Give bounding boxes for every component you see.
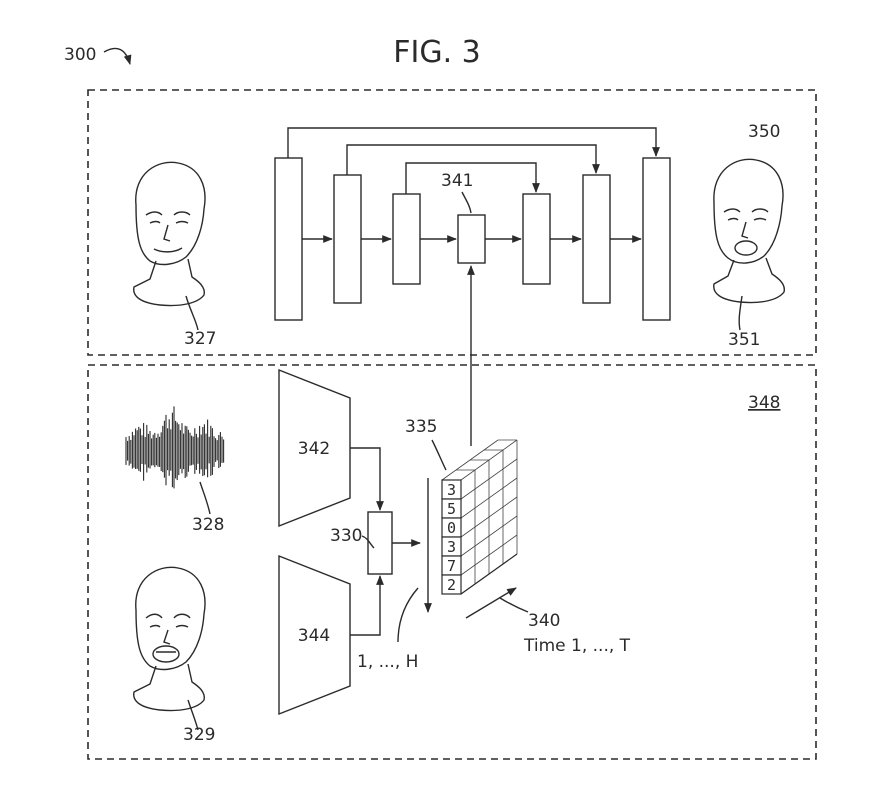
bottleneck-block	[457, 214, 486, 264]
speaking-face-icon	[133, 566, 206, 712]
bottom-panel-ref: 348	[748, 393, 780, 413]
tensor-depth-line	[460, 458, 518, 500]
encoder-344-to-combiner	[350, 575, 384, 636]
bottom-panel-frame	[87, 364, 817, 760]
encoder-block-3	[392, 193, 421, 285]
tensor-digit: 2	[447, 576, 456, 594]
tensor-ref: 335	[405, 417, 437, 437]
bottleneck-ref: 341	[441, 171, 473, 191]
ref-300-arrow	[103, 47, 132, 65]
figure-title: FIG. 3	[393, 35, 481, 70]
tensor-edge	[460, 553, 518, 595]
encoder-block-2	[333, 174, 362, 304]
time-leader	[499, 597, 529, 613]
encoder-block-1	[274, 157, 303, 321]
tensor-leader	[431, 439, 447, 471]
tensor-digit: 3	[447, 538, 456, 556]
face-encoder-344	[278, 554, 351, 716]
tensor-digit: 7	[447, 557, 456, 575]
time-label: Time 1, ..., T	[523, 636, 631, 656]
input-face-icon	[133, 161, 206, 307]
height-leader	[397, 587, 419, 643]
tensor-digit: 5	[447, 500, 456, 518]
bottleneck-leader	[461, 191, 472, 214]
decoder-block-3	[642, 157, 671, 321]
encoder-342-to-combiner	[350, 447, 384, 511]
speaking-face-ref: 329	[183, 725, 215, 745]
tensor-depth-line	[460, 515, 518, 557]
input-face-ref: 327	[184, 329, 216, 349]
height-label: 1, ..., H	[357, 652, 418, 672]
output-face-icon	[713, 158, 786, 304]
time-ref: 340	[528, 611, 560, 631]
combiner-block	[367, 511, 393, 575]
tensor-depth-line	[460, 477, 518, 519]
unet-blocks	[274, 157, 671, 321]
tensor-digit: 3	[447, 481, 456, 499]
tensor-depth-line	[460, 534, 518, 576]
tensor-depth-line	[460, 496, 518, 538]
audio-encoder-ref: 342	[298, 439, 330, 459]
waveform-leader	[199, 481, 211, 515]
combiner-ref: 330	[330, 526, 362, 546]
output-face-ref: 351	[728, 330, 760, 350]
top-panel-ref: 350	[748, 122, 780, 142]
time-axis-arrow	[465, 587, 517, 619]
output-face-leader	[738, 295, 743, 331]
waveform-ref: 328	[192, 515, 224, 535]
decoder-block-1	[522, 193, 551, 285]
unet-skip-connections	[287, 127, 660, 194]
top-panel-frame	[87, 89, 817, 356]
tensor-depth-line	[441, 439, 499, 481]
face-encoder-ref: 344	[298, 626, 330, 646]
combiner-leader	[361, 535, 375, 549]
decoder-block-2	[582, 174, 611, 304]
audio-encoder-342	[278, 368, 351, 528]
tensor-digit: 0	[447, 519, 456, 537]
audio-waveform-icon	[125, 406, 225, 489]
tensor-depth-line	[460, 439, 518, 481]
ref-300-label: 300	[64, 45, 96, 65]
input-face-leader	[185, 295, 199, 331]
speaking-face-leader	[187, 699, 199, 731]
tensor-front-cell	[441, 574, 462, 595]
